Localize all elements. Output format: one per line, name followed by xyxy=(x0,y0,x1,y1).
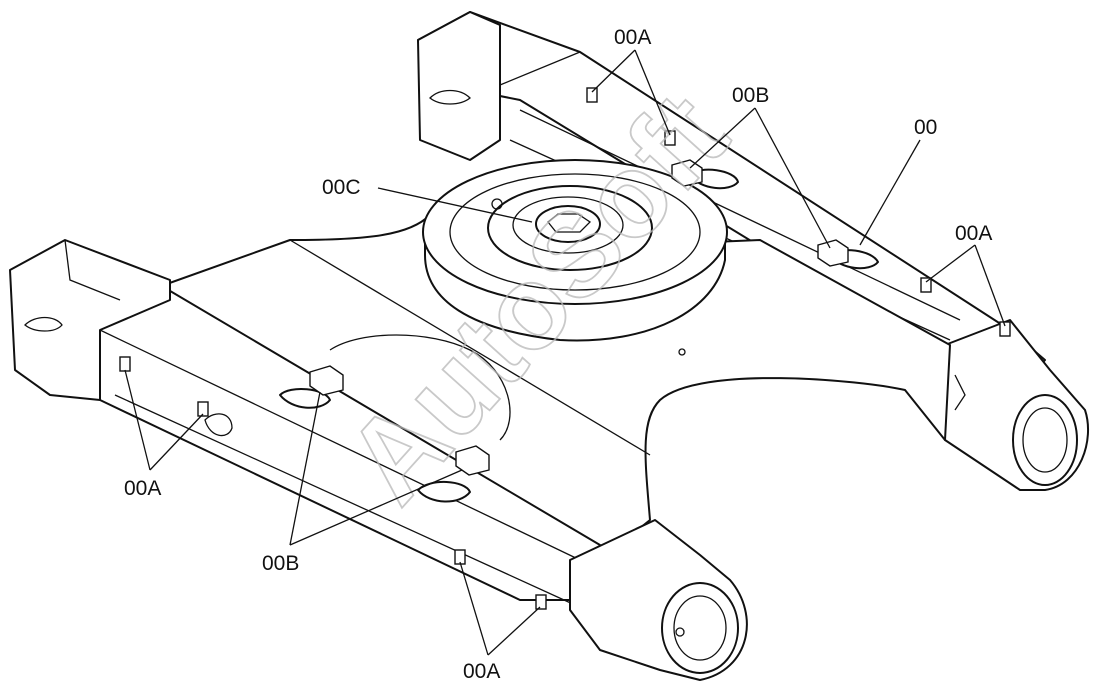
bracket-a-right-2 xyxy=(999,321,1011,337)
bracket-b-top-1 xyxy=(671,159,703,187)
leader-00a-left-1 xyxy=(124,369,151,471)
label-00a-top: 00A xyxy=(614,26,651,49)
leader-00a-left-2 xyxy=(149,413,204,471)
left-idler-bracket xyxy=(569,519,748,681)
leader-00b-top-2 xyxy=(754,107,831,249)
label-00-frame: 00 xyxy=(914,116,937,139)
leader-00a-top-1 xyxy=(591,49,636,93)
label-00a-right: 00A xyxy=(955,222,992,245)
bracket-a-left-1 xyxy=(119,356,131,372)
leader-00a-top-2 xyxy=(634,49,671,136)
leader-lines xyxy=(124,49,1006,656)
leader-00a-bottom-2 xyxy=(487,606,541,656)
bracket-a-bottom-1 xyxy=(454,549,466,565)
label-00b-left: 00B xyxy=(262,552,299,575)
bracket-b-left-2 xyxy=(455,445,490,476)
bracket-a-bottom-2 xyxy=(535,594,547,610)
callout-labels: 00A 00B 00 00A 00C 00A 00B 00A xyxy=(124,26,992,683)
center-body xyxy=(149,214,951,561)
label-00a-left: 00A xyxy=(124,477,161,500)
brackets-00a xyxy=(119,87,1011,610)
leader-00b-left-2 xyxy=(289,469,463,546)
bracket-b-top-2 xyxy=(817,239,849,267)
bracket-a-top-2 xyxy=(664,130,676,146)
leader-00a-bottom-1 xyxy=(459,561,489,656)
right-idler-bracket xyxy=(944,319,1090,491)
leader-00b-top-1 xyxy=(689,107,756,169)
leader-00a-right-2 xyxy=(974,244,1006,327)
leader-00c xyxy=(377,187,533,223)
left-side-frame xyxy=(9,239,601,606)
leader-00b-left-1 xyxy=(289,391,321,546)
bracket-b-left-1 xyxy=(309,365,344,396)
bracket-a-right-1 xyxy=(920,277,932,293)
swing-bearing-ring xyxy=(422,159,728,356)
label-00a-bottom: 00A xyxy=(463,660,500,683)
leader-00-frame xyxy=(859,139,921,246)
label-00c: 00C xyxy=(322,176,361,199)
label-00b-top: 00B xyxy=(732,84,769,107)
bracket-a-left-2 xyxy=(197,401,209,417)
leader-00a-right-1 xyxy=(925,244,976,283)
bracket-a-top-1 xyxy=(586,87,598,103)
brackets-00b xyxy=(309,159,849,476)
